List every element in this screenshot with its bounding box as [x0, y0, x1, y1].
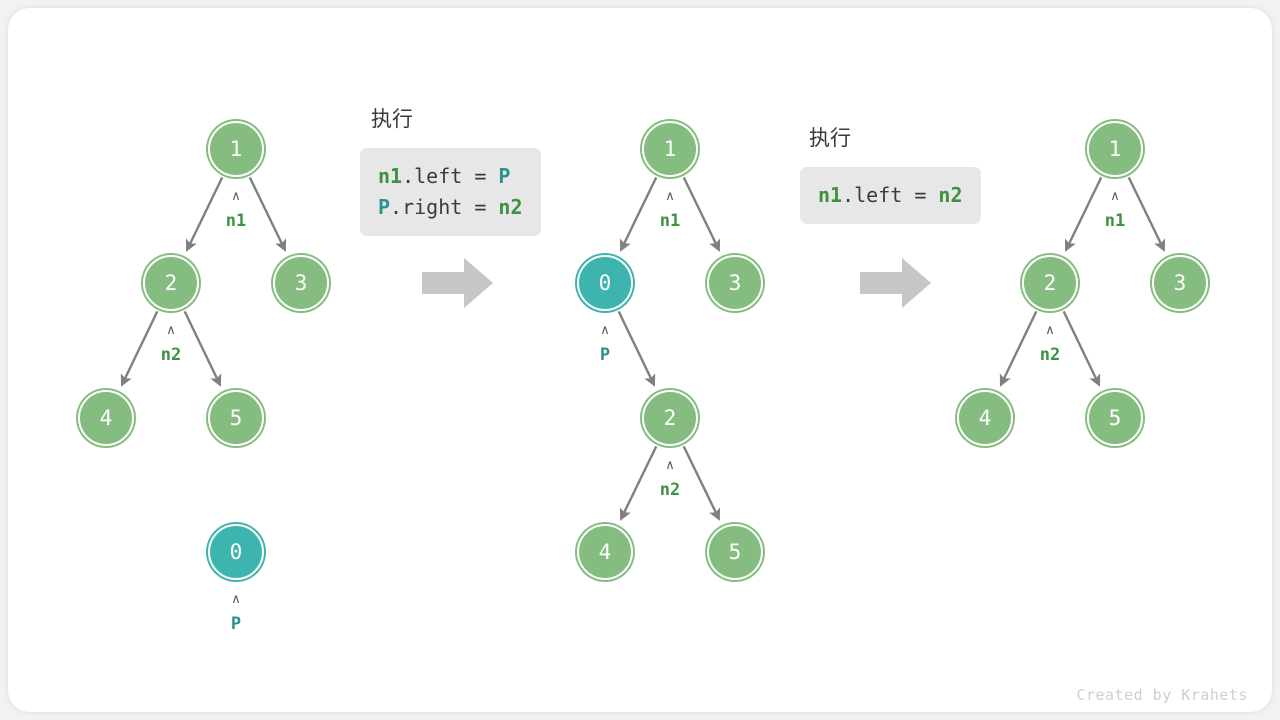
code-token-ptr: P: [498, 164, 511, 188]
caret-up-icon: ∧: [166, 323, 176, 338]
pointer-label-n2: ∧ n2: [1020, 324, 1080, 364]
pointer-name: n1: [659, 211, 681, 231]
code-token-var: n1: [378, 164, 403, 188]
tree-node-2[interactable]: 2: [642, 390, 698, 446]
caret-up-icon: ∧: [665, 189, 675, 204]
code-token-plain: .left =: [842, 183, 939, 207]
pointer-label-n2: ∧ n2: [640, 459, 700, 499]
code-token-ptr: P: [378, 195, 391, 219]
pointer-name: n2: [160, 345, 182, 365]
tree-node-value: 0: [229, 539, 243, 564]
tree-node-value: 4: [978, 405, 992, 430]
caret-up-icon: ∧: [600, 323, 610, 338]
watermark: Created by Krahets: [1076, 686, 1248, 704]
caret-up-icon: ∧: [231, 189, 241, 204]
pointer-label-n1: ∧ n1: [206, 190, 266, 230]
code-token-plain: .right =: [390, 195, 499, 219]
tree-node-2[interactable]: 2: [1022, 255, 1078, 311]
tree-node-0[interactable]: 0: [577, 255, 633, 311]
caret-up-icon: ∧: [1045, 323, 1055, 338]
tree-node-4[interactable]: 4: [78, 390, 134, 446]
tree-node-5[interactable]: 5: [208, 390, 264, 446]
tree-node-0[interactable]: 0: [208, 524, 264, 580]
pointer-name: n2: [659, 480, 681, 500]
tree-node-value: 2: [663, 405, 677, 430]
code-line: n1.left = P: [378, 161, 523, 192]
caret-up-icon: ∧: [231, 592, 241, 607]
tree-node-3[interactable]: 3: [1152, 255, 1208, 311]
tree-node-1[interactable]: 1: [208, 121, 264, 177]
code-token-var: n2: [938, 183, 963, 207]
tree-node-value: 2: [1043, 270, 1057, 295]
tree-node-value: 1: [1108, 136, 1122, 161]
pointer-label-n1: ∧ n1: [1085, 190, 1145, 230]
tree-node-4[interactable]: 4: [957, 390, 1013, 446]
tree-node-value: 1: [663, 136, 677, 161]
tree-node-value: 3: [728, 270, 742, 295]
caret-up-icon: ∧: [665, 458, 675, 473]
step-label: 执行: [371, 107, 413, 131]
tree-node-5[interactable]: 5: [1087, 390, 1143, 446]
tree-node-value: 0: [598, 270, 612, 295]
tree-node-value: 4: [598, 539, 612, 564]
pointer-name: n1: [225, 211, 247, 231]
pointer-label-n2: ∧ n2: [141, 324, 201, 364]
tree-node-value: 5: [229, 405, 243, 430]
pointer-name: n2: [1039, 345, 1061, 365]
tree-node-value: 4: [99, 405, 113, 430]
tree-node-3[interactable]: 3: [273, 255, 329, 311]
code-line: n1.left = n2: [818, 180, 963, 211]
pointer-label-P: ∧P: [206, 593, 266, 633]
tree-node-5[interactable]: 5: [707, 524, 763, 580]
code-line: P.right = n2: [378, 192, 523, 223]
tree-node-value: 2: [164, 270, 178, 295]
tree-node-1[interactable]: 1: [1087, 121, 1143, 177]
tree-node-2[interactable]: 2: [143, 255, 199, 311]
transition-arrow-right-icon: [860, 256, 932, 310]
tree-node-value: 5: [1108, 405, 1122, 430]
pointer-label-P: ∧P: [575, 324, 635, 364]
tree-node-1[interactable]: 1: [642, 121, 698, 177]
pointer-label-n1: ∧ n1: [640, 190, 700, 230]
transition-arrow-right-icon: [422, 256, 494, 310]
code-token-var: n1: [818, 183, 843, 207]
tree-node-value: 3: [1173, 270, 1187, 295]
tree-node-3[interactable]: 3: [707, 255, 763, 311]
pointer-name: n1: [1104, 211, 1126, 231]
code-token-var: n2: [498, 195, 523, 219]
pointer-name: P: [599, 345, 611, 365]
code-block: n1.left = n2: [800, 167, 981, 224]
tree-node-4[interactable]: 4: [577, 524, 633, 580]
caret-up-icon: ∧: [1110, 189, 1120, 204]
code-token-plain: .left =: [402, 164, 499, 188]
tree-node-value: 3: [294, 270, 308, 295]
step-label: 执行: [809, 126, 851, 150]
pointer-name: P: [230, 614, 242, 634]
tree-node-value: 5: [728, 539, 742, 564]
tree-node-value: 1: [229, 136, 243, 161]
